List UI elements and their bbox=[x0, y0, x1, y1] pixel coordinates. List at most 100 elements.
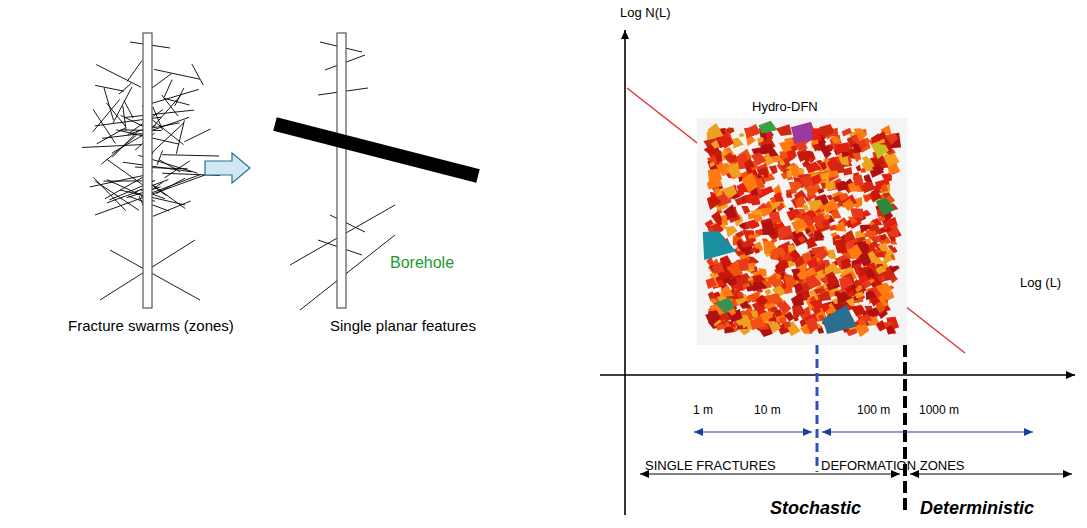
label: Borehole bbox=[390, 254, 454, 272]
fracture-line bbox=[95, 181, 139, 210]
label: Hydro-DFN bbox=[752, 100, 818, 114]
range-arrow bbox=[640, 473, 900, 474]
block-arrow bbox=[205, 153, 250, 183]
fracture-plane bbox=[884, 321, 897, 334]
fracture-plane bbox=[760, 208, 772, 218]
fracture-plane bbox=[836, 178, 842, 183]
power-law-line bbox=[627, 88, 965, 353]
fracture-line bbox=[192, 64, 204, 85]
label: 1000 m bbox=[918, 404, 960, 417]
fracture-plane bbox=[741, 206, 750, 215]
fracture-plane bbox=[850, 305, 866, 316]
fracture-line bbox=[164, 80, 172, 97]
fracture-plane bbox=[847, 217, 862, 229]
fracture-plane bbox=[712, 262, 725, 275]
divider bbox=[903, 345, 907, 512]
fracture-line bbox=[164, 98, 190, 105]
fracture-plane bbox=[756, 295, 769, 308]
fracture-plane bbox=[740, 301, 751, 309]
fracture-line bbox=[127, 61, 142, 82]
fracture-plane bbox=[769, 165, 778, 174]
fracture-plane bbox=[771, 155, 782, 162]
fracture-plane bbox=[817, 291, 831, 301]
fracture-plane bbox=[888, 163, 901, 174]
fracture-plane bbox=[805, 274, 819, 290]
fracture-plane bbox=[874, 144, 890, 160]
fracture-plane bbox=[876, 198, 896, 217]
fracture-line bbox=[119, 83, 132, 94]
fracture-plane bbox=[855, 292, 864, 299]
fracture-plane bbox=[880, 234, 887, 241]
fracture-plane bbox=[852, 153, 861, 163]
fracture-plane bbox=[791, 292, 804, 306]
fracture-plane bbox=[791, 122, 813, 144]
fracture-plane bbox=[796, 214, 802, 219]
fracture-plane bbox=[822, 150, 832, 159]
fracture-plane bbox=[878, 216, 885, 222]
fracture-plane bbox=[864, 174, 872, 182]
range-arrow bbox=[910, 473, 1072, 474]
fracture-plane bbox=[727, 261, 744, 277]
fracture-plane bbox=[860, 225, 871, 234]
fracture-line bbox=[82, 145, 142, 148]
range-arrow bbox=[694, 431, 812, 432]
fracture-plane bbox=[856, 314, 862, 319]
fracture-plane bbox=[733, 138, 744, 149]
fracture-plane bbox=[839, 277, 854, 291]
fracture-plane bbox=[807, 239, 817, 249]
fracture-plane bbox=[715, 297, 734, 313]
fracture-plane bbox=[884, 227, 893, 233]
fracture-line bbox=[93, 109, 115, 143]
fracture-line bbox=[124, 101, 133, 118]
fracture-plane bbox=[869, 240, 878, 248]
label: SINGLE FRACTURES bbox=[645, 459, 776, 473]
fracture-plane bbox=[807, 257, 818, 268]
fracture-plane bbox=[830, 136, 842, 144]
fracture-plane bbox=[802, 204, 809, 210]
fracture-plane bbox=[876, 266, 887, 275]
fracture-plane bbox=[865, 268, 875, 279]
fracture-plane bbox=[791, 269, 800, 277]
fracture-plane bbox=[708, 310, 721, 325]
fracture-plane bbox=[822, 305, 857, 334]
fracture-plane bbox=[789, 182, 803, 194]
fracture-plane bbox=[753, 233, 760, 238]
fracture-plane bbox=[739, 223, 746, 229]
fracture-line bbox=[154, 69, 200, 79]
fracture-plane bbox=[745, 193, 755, 203]
fracture-plane bbox=[759, 295, 765, 300]
label: 100 m bbox=[857, 404, 890, 417]
fracture-plane bbox=[791, 219, 808, 234]
y-axis bbox=[624, 30, 626, 515]
fracture-plane bbox=[796, 196, 807, 206]
fracture-plane bbox=[805, 162, 822, 174]
fracture-plane bbox=[726, 226, 738, 238]
fracture-plane bbox=[783, 288, 793, 295]
fracture-plane bbox=[777, 225, 793, 241]
fracture-line bbox=[124, 110, 194, 117]
fracture-plane bbox=[741, 172, 757, 192]
label: Log N(L) bbox=[620, 6, 671, 20]
fracture-plane bbox=[820, 276, 828, 283]
fracture-plane bbox=[888, 245, 894, 250]
fracture-plane bbox=[798, 236, 806, 244]
fracture-plane bbox=[757, 137, 764, 143]
fracture-plane bbox=[818, 188, 825, 194]
fracture-plane bbox=[862, 156, 871, 162]
fracture-plane bbox=[762, 220, 776, 235]
fracture-plane bbox=[890, 254, 895, 261]
fracture-plane bbox=[834, 239, 847, 254]
fracture-plane bbox=[747, 262, 756, 269]
fracture-plane bbox=[707, 123, 723, 139]
fracture-plane bbox=[889, 266, 899, 274]
fracture-plane bbox=[816, 160, 822, 164]
fracture-plane bbox=[825, 180, 836, 190]
fracture-plane bbox=[753, 282, 768, 291]
borehole bbox=[143, 33, 152, 308]
fracture-plane bbox=[774, 192, 784, 202]
fracture-plane bbox=[869, 279, 875, 284]
fracture-plane bbox=[703, 231, 736, 260]
fracture-plane bbox=[783, 321, 791, 329]
fracture-plane bbox=[818, 262, 826, 270]
fracture-plane bbox=[750, 247, 758, 253]
